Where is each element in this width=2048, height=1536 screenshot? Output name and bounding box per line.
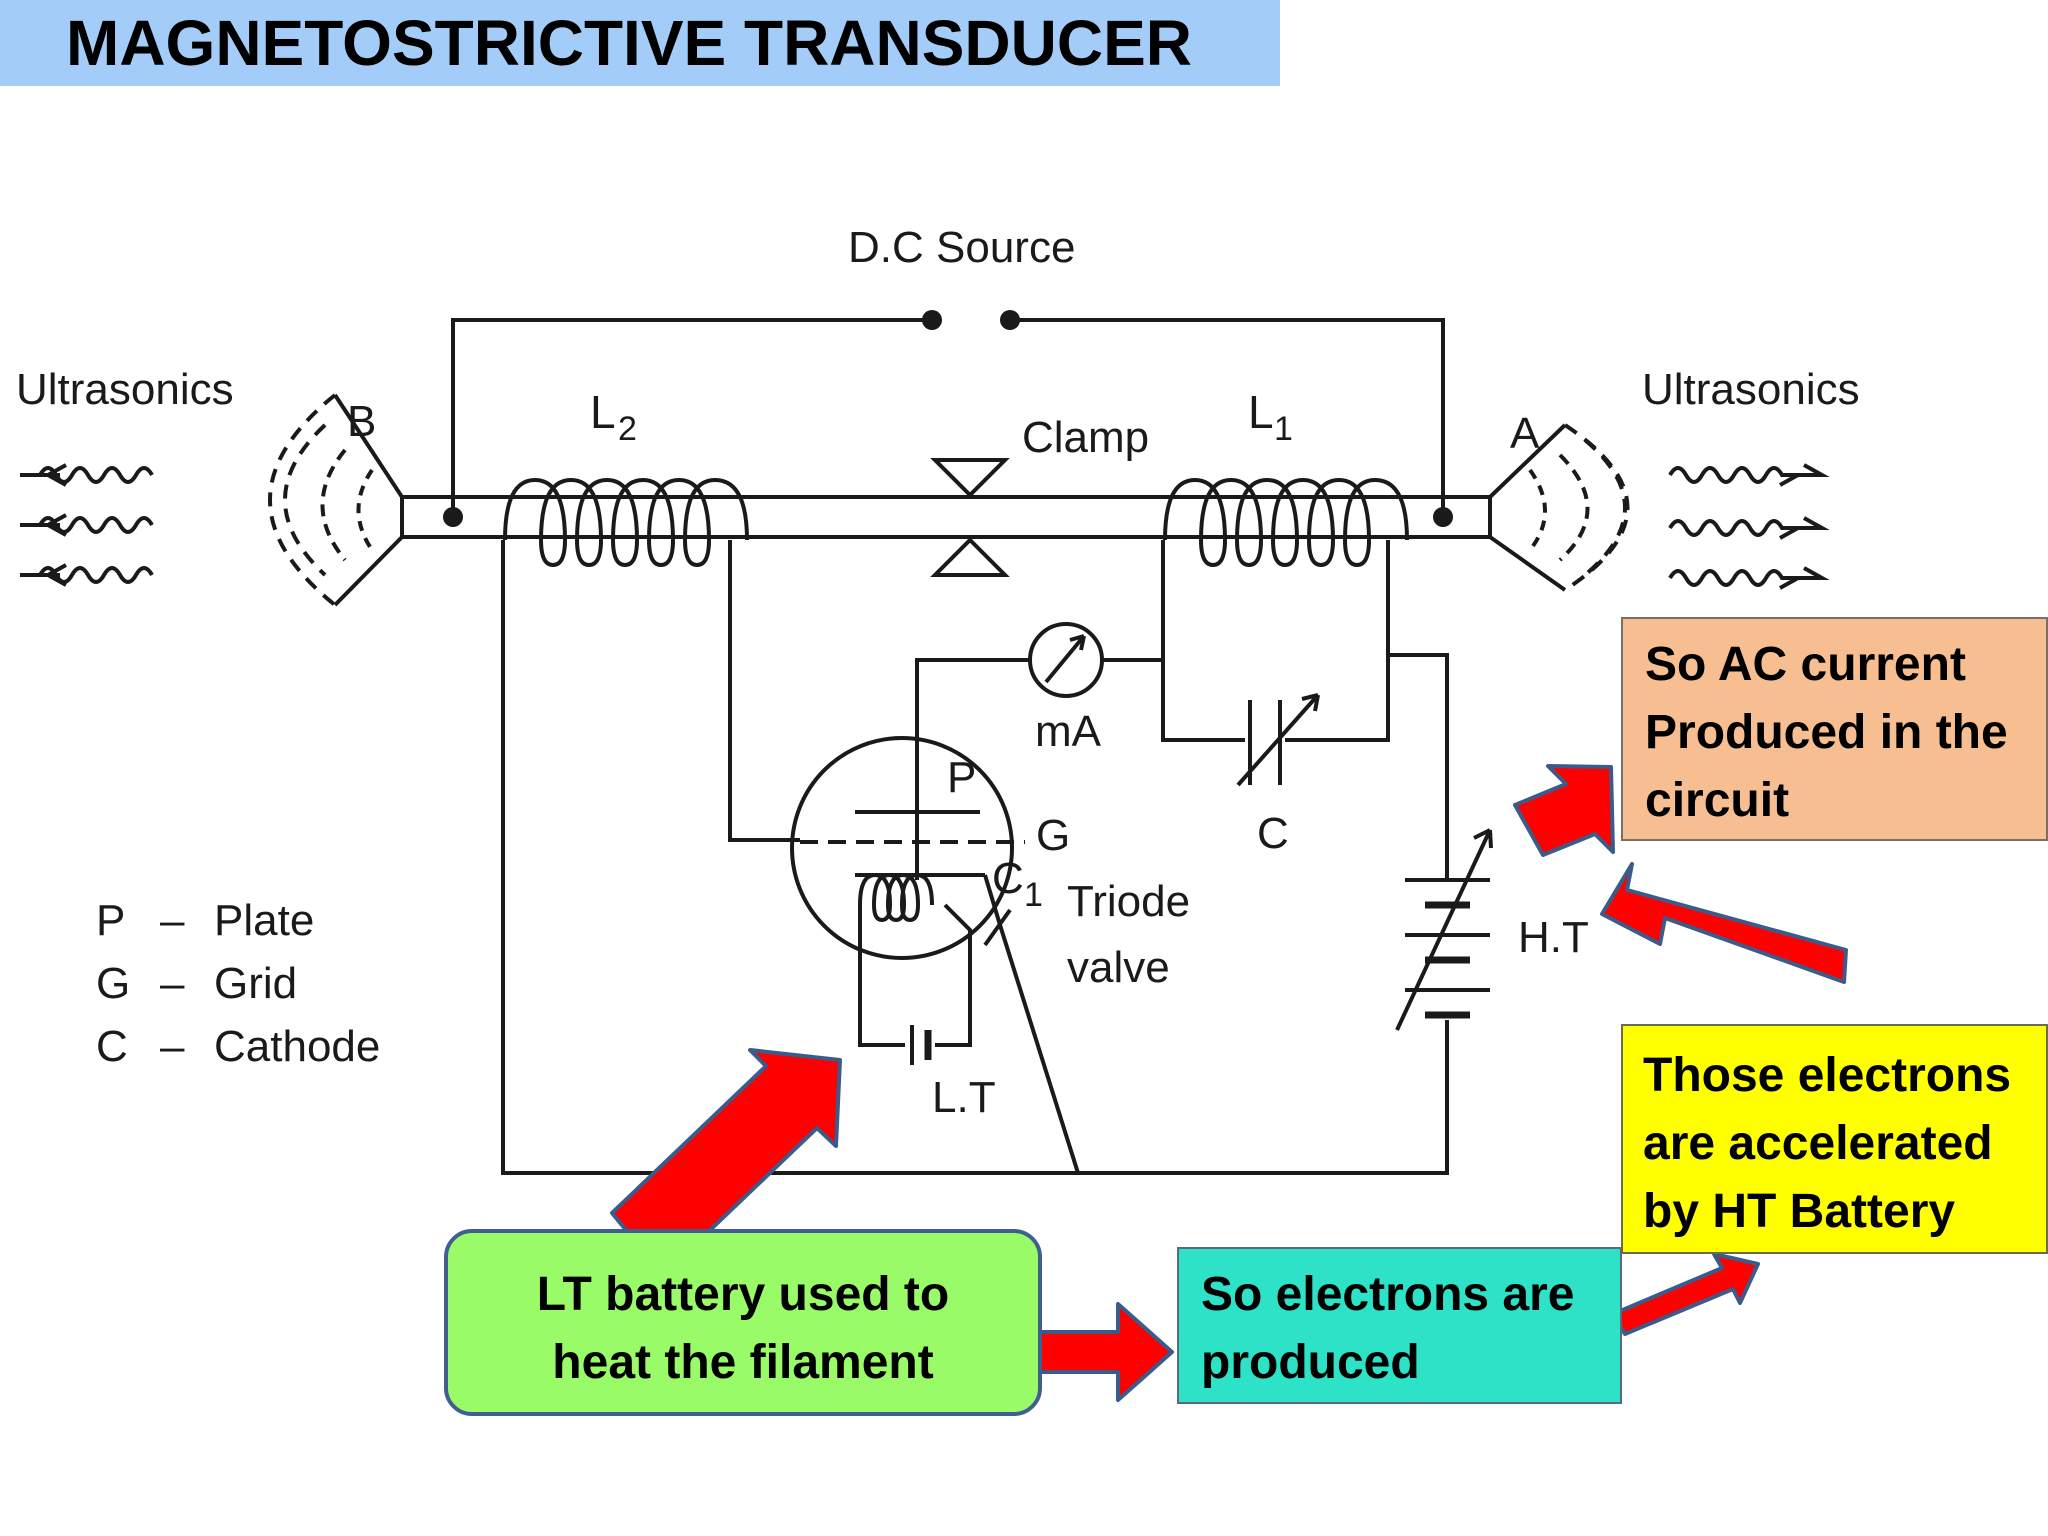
legend-key-plate: P bbox=[96, 896, 125, 945]
variable-capacitor bbox=[1236, 693, 1320, 787]
ultrasonic-waves-right bbox=[1668, 463, 1830, 590]
legend-dash-plate: – bbox=[160, 896, 185, 945]
coil-l2 bbox=[503, 477, 749, 568]
callout-accelerated: Those electrons are accelerated by HT Ba… bbox=[1621, 1024, 2048, 1254]
cathode-subscript: 1 bbox=[1024, 876, 1043, 914]
callout-ac-current-line3: circuit bbox=[1645, 774, 1790, 827]
cathode-label: C bbox=[992, 854, 1024, 903]
callout-lt-battery-line1: LT battery used to bbox=[536, 1268, 950, 1321]
legend-value-cathode: Cathode bbox=[214, 1022, 380, 1071]
ht-label: H.T bbox=[1518, 913, 1589, 962]
callout-ac-current-line2: Produced in the bbox=[1645, 706, 2008, 759]
page-title: MAGNETOSTRICTIVE TRANSDUCER bbox=[66, 7, 1192, 79]
callout-electrons-line2: produced bbox=[1201, 1336, 1420, 1389]
legend: P – Plate G – Grid C – Cathode bbox=[96, 896, 380, 1071]
capacitor-label: C bbox=[1257, 809, 1289, 858]
ultrasonic-waves-left bbox=[20, 463, 154, 587]
legend-key-grid: G bbox=[96, 959, 130, 1008]
triode-valve bbox=[790, 730, 1025, 1065]
clamp-label: Clamp bbox=[1022, 413, 1149, 462]
coil-l2-subscript: 2 bbox=[618, 410, 637, 448]
end-a-label: A bbox=[1510, 409, 1540, 458]
clamp-symbol bbox=[930, 458, 1010, 577]
arrow-accelerated-to-ht bbox=[1600, 862, 1848, 984]
callout-electrons-line1: So electrons are bbox=[1201, 1268, 1575, 1321]
coil-l2-label: L bbox=[590, 386, 616, 438]
junction-right bbox=[1433, 507, 1453, 527]
junction-left bbox=[443, 507, 463, 527]
callout-ac-current: So AC current Produced in the circuit bbox=[1621, 617, 2048, 841]
grid-label: G bbox=[1036, 811, 1070, 860]
callout-accelerated-line1: Those electrons bbox=[1643, 1049, 2012, 1102]
triode-label-line2: valve bbox=[1067, 943, 1170, 992]
title-bar: MAGNETOSTRICTIVE TRANSDUCER bbox=[0, 0, 1280, 86]
horn-a bbox=[1488, 423, 1630, 592]
callout-lt-battery-line2: heat the filament bbox=[552, 1336, 934, 1389]
plate-label: P bbox=[947, 753, 976, 802]
ultrasonics-left-label: Ultrasonics bbox=[16, 365, 234, 414]
meter-label: mA bbox=[1035, 707, 1102, 756]
dc-source-wire bbox=[451, 318, 1445, 517]
dc-terminal-right bbox=[1000, 310, 1020, 330]
callout-accelerated-line3: by HT Battery bbox=[1643, 1185, 1956, 1238]
arrow-electrons-to-accelerated bbox=[1611, 1252, 1760, 1336]
coil-l1-subscript: 1 bbox=[1274, 410, 1293, 448]
legend-value-grid: Grid bbox=[214, 959, 297, 1008]
lt-label: L.T bbox=[932, 1073, 996, 1122]
callout-lt-battery: LT battery used to heat the filament bbox=[444, 1229, 1042, 1416]
ht-battery bbox=[1395, 828, 1493, 1031]
legend-key-cathode: C bbox=[96, 1022, 128, 1071]
horn-b bbox=[268, 393, 404, 607]
callout-ac-current-line1: So AC current bbox=[1645, 638, 1966, 691]
legend-dash-grid: – bbox=[160, 959, 185, 1008]
arrow-to-ac-current bbox=[1513, 764, 1615, 857]
coil-l1-label: L bbox=[1248, 386, 1274, 438]
arrows bbox=[610, 764, 1848, 1402]
milliammeter bbox=[1028, 622, 1104, 698]
triode-label-line1: Triode bbox=[1067, 877, 1190, 926]
end-b-label: B bbox=[347, 397, 376, 446]
dc-terminal-left bbox=[922, 310, 942, 330]
ultrasonics-right-label: Ultrasonics bbox=[1642, 365, 1860, 414]
callout-electrons: So electrons are produced bbox=[1177, 1247, 1622, 1404]
legend-value-plate: Plate bbox=[214, 896, 314, 945]
legend-dash-cathode: – bbox=[160, 1022, 185, 1071]
callout-accelerated-line2: are accelerated bbox=[1643, 1117, 1993, 1170]
coil-l1 bbox=[1163, 477, 1409, 568]
dc-source-label: D.C Source bbox=[848, 223, 1075, 272]
